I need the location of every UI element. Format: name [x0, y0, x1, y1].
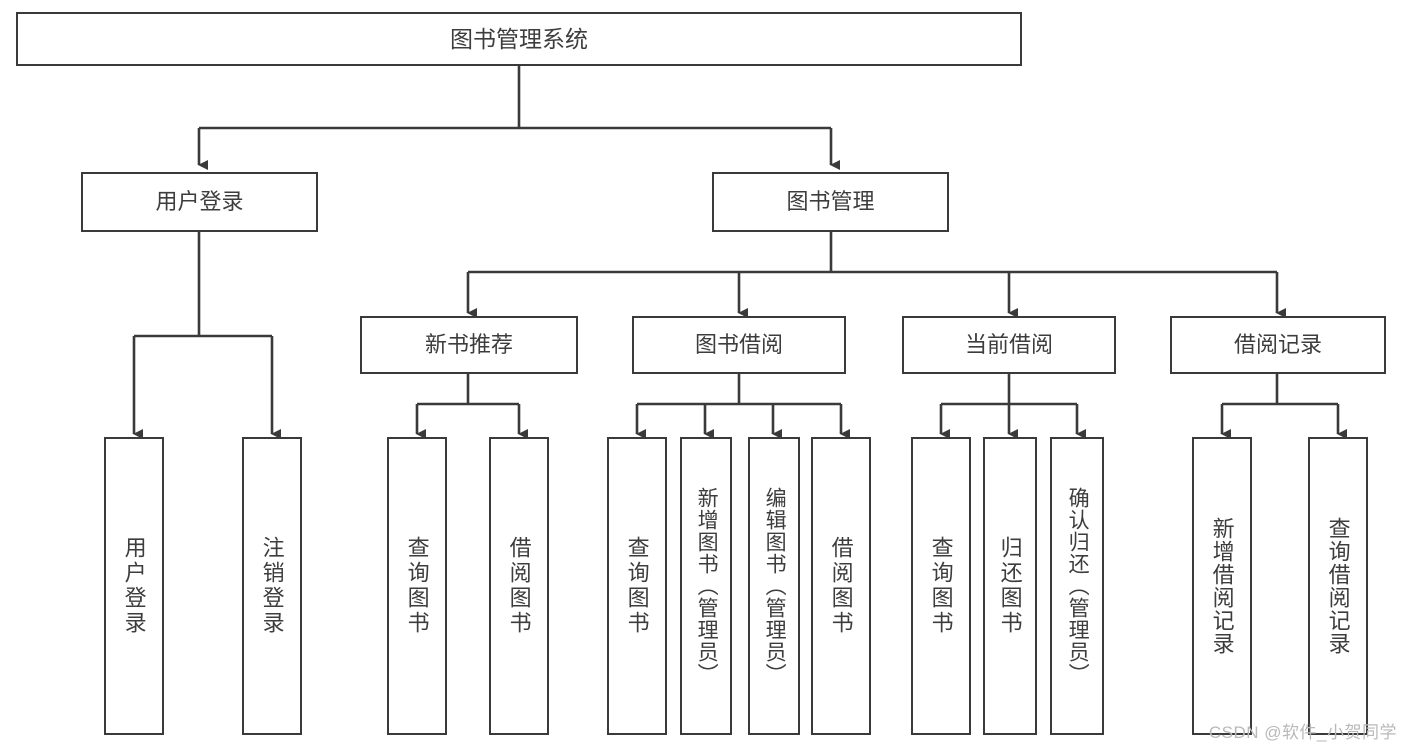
node-book-borrow[interactable]: 图书借阅	[632, 316, 846, 374]
node-borrow-record[interactable]: 借阅记录	[1170, 316, 1386, 374]
leaf-record-query-borrow-record[interactable]: 查询借阅记录	[1308, 437, 1368, 735]
node-book-management[interactable]: 图书管理	[712, 172, 949, 232]
leaf-current-query-books[interactable]: 查询图书	[911, 437, 971, 735]
leaf-new-book-borrow-books[interactable]: 借阅图书	[489, 437, 549, 735]
node-root-book-management-system[interactable]: 图书管理系统	[16, 12, 1022, 66]
leaf-borrow-add-book-admin[interactable]: 新增图书（管理员）	[680, 437, 732, 735]
leaf-new-book-query-books[interactable]: 查询图书	[387, 437, 447, 735]
node-new-book-recommend[interactable]: 新书推荐	[360, 316, 578, 374]
leaf-user-login-login[interactable]: 用户登录	[104, 437, 164, 735]
leaf-current-return-books[interactable]: 归还图书	[983, 437, 1037, 735]
leaf-user-login-logout[interactable]: 注销登录	[242, 437, 302, 735]
node-user-login[interactable]: 用户登录	[81, 172, 318, 232]
leaf-borrow-query-books[interactable]: 查询图书	[607, 437, 667, 735]
node-current-borrow[interactable]: 当前借阅	[902, 316, 1116, 374]
leaf-current-confirm-return-admin[interactable]: 确认归还（管理员）	[1050, 437, 1104, 735]
leaf-borrow-borrow-books[interactable]: 借阅图书	[811, 437, 871, 735]
leaf-borrow-edit-book-admin[interactable]: 编辑图书（管理员）	[748, 437, 800, 735]
leaf-record-add-borrow-record[interactable]: 新增借阅记录	[1192, 437, 1252, 735]
